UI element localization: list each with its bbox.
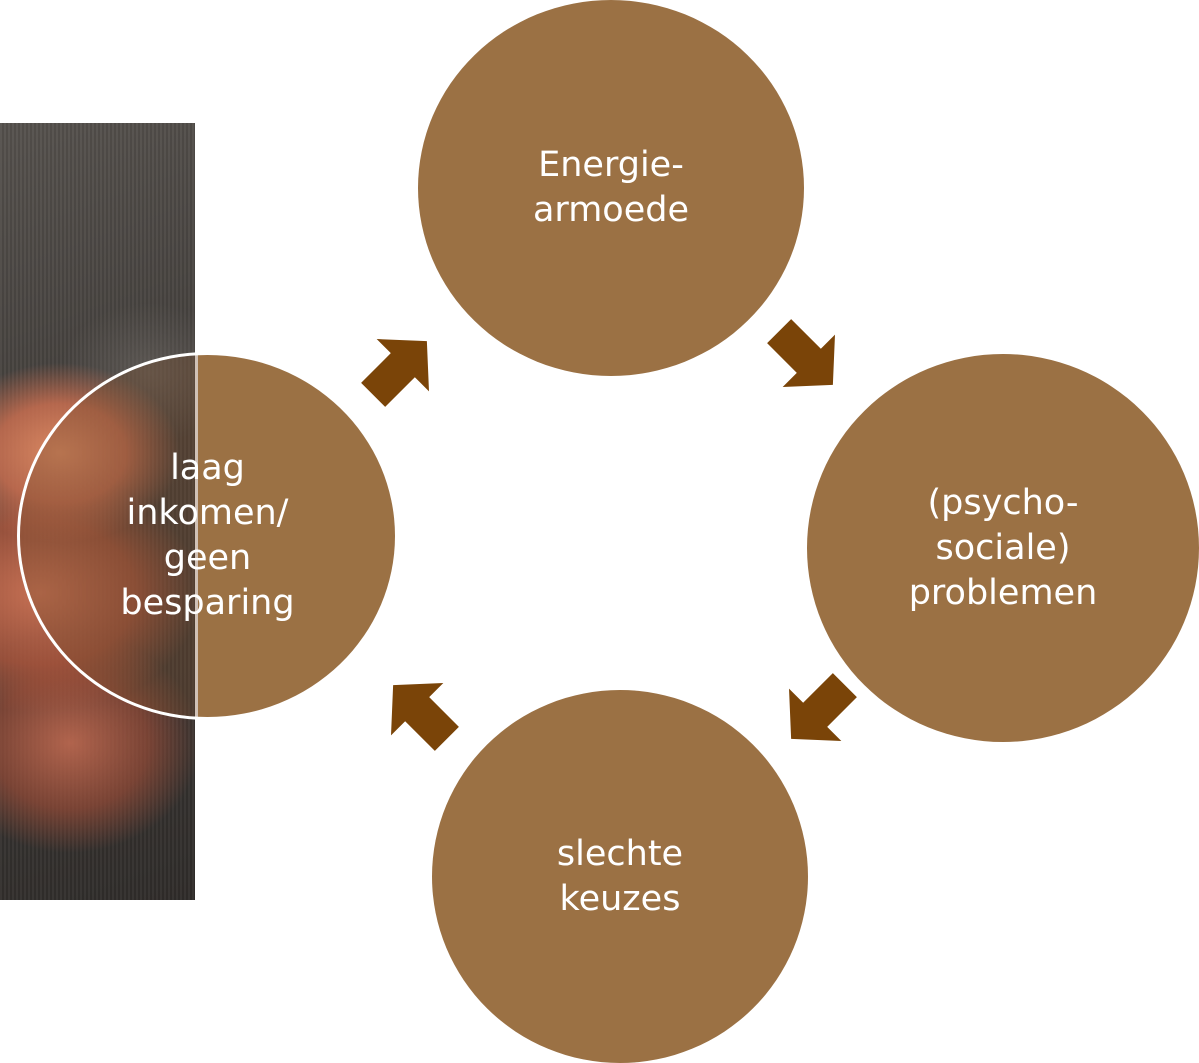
node-energiearmoede: Energie- armoede	[418, 0, 804, 376]
arrow-keuzes-to-inkomen	[391, 683, 459, 751]
node-inkomen-overlay-right	[198, 355, 395, 717]
node-inkomen-overlay-left	[20, 355, 198, 717]
node-inkomen: laag inkomen/ geen besparing	[17, 352, 398, 720]
node-keuzes: slechte keuzes	[432, 690, 808, 1063]
node-inkomen-label: laag inkomen/ geen besparing	[120, 448, 295, 623]
arrow-problemen-to-keuzes	[789, 673, 857, 741]
arrow-energiearmoede-to-problemen	[767, 319, 835, 387]
node-problemen-label: (psycho- sociale) problemen	[908, 482, 1098, 613]
node-keuzes-label: slechte keuzes	[556, 833, 684, 919]
arrow-inkomen-to-energiearmoede	[361, 339, 429, 407]
node-problemen: (psycho- sociale) problemen	[807, 354, 1199, 742]
node-energiearmoede-label: Energie- armoede	[532, 145, 689, 230]
